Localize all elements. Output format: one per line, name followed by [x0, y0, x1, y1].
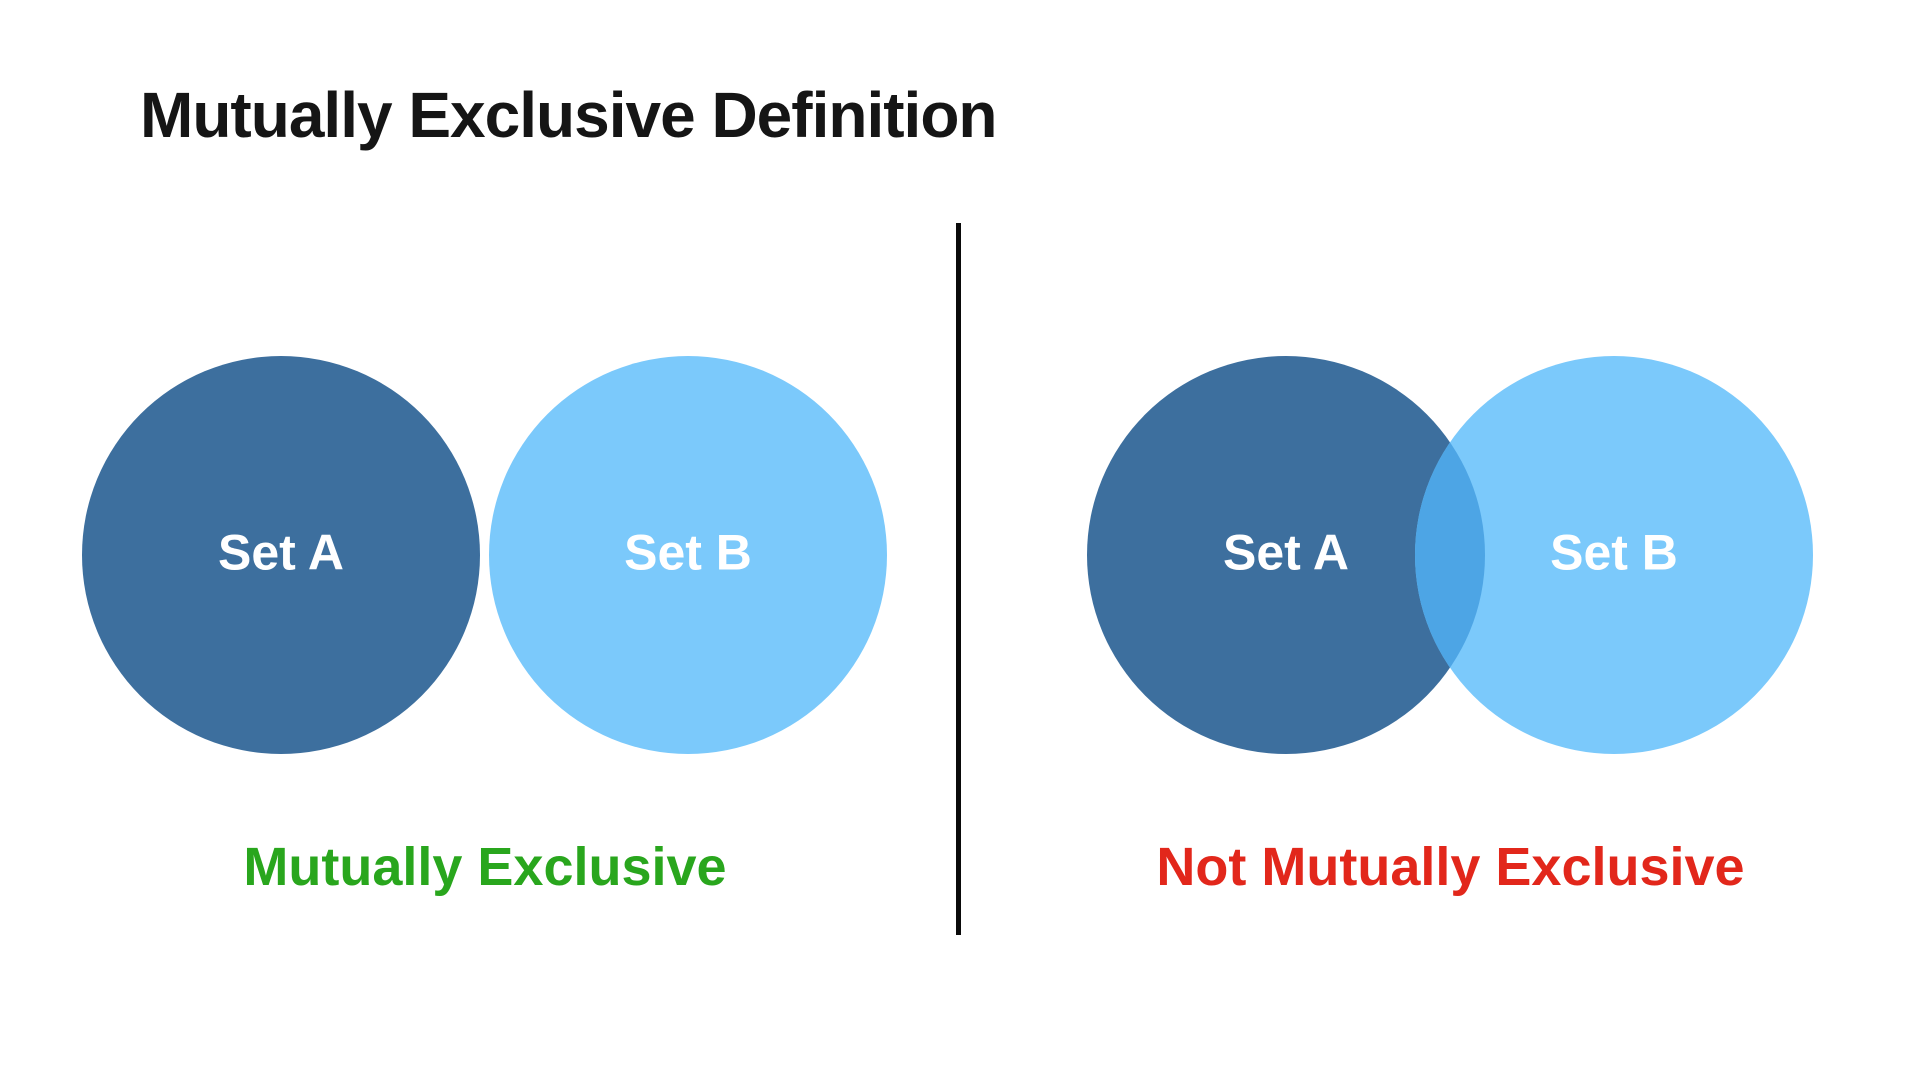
- mutually-exclusive-caption: Mutually Exclusive: [243, 837, 727, 897]
- set-a-circle: [82, 356, 480, 754]
- set-a-label: Set A: [218, 524, 344, 581]
- set-b-circle: [1415, 356, 1813, 754]
- page-title: Mutually Exclusive Definition: [140, 79, 997, 151]
- not-mutually-exclusive-diagram: Set A Set B: [1087, 356, 1814, 754]
- overlapping-circles-graphic: [1087, 356, 1813, 754]
- set-a-circle: [1087, 356, 1485, 754]
- set-b-label: Set B: [624, 524, 752, 581]
- mutually-exclusive-diagram: Set A Set B: [82, 356, 888, 754]
- set-b-label: Set B: [1550, 524, 1678, 581]
- set-b-circle: [489, 356, 887, 754]
- not-mutually-exclusive-caption: Not Mutually Exclusive: [1156, 837, 1745, 897]
- vertical-divider: [956, 223, 961, 935]
- set-a-label: Set A: [1223, 524, 1349, 581]
